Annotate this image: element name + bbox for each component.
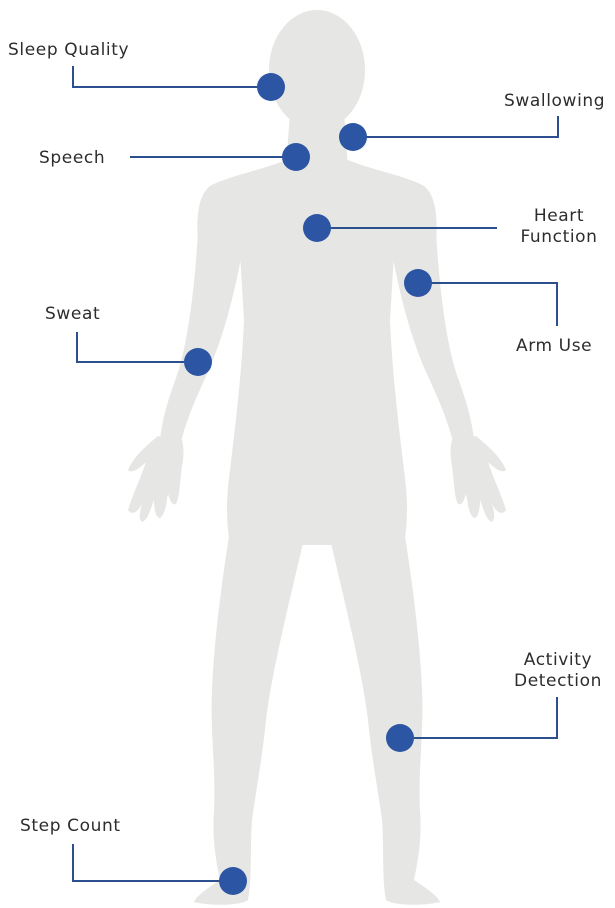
marker-arm-use: [404, 269, 432, 297]
label-activity-detection-line1: Activity: [508, 650, 608, 671]
label-arm-use: Arm Use: [516, 336, 592, 357]
label-heart-function-line1: Heart: [512, 206, 606, 227]
marker-step-count: [219, 867, 247, 895]
silhouette-right-leg: [328, 530, 440, 905]
marker-sleep-quality: [257, 73, 285, 101]
leader-line-sleep-quality: [73, 66, 270, 87]
marker-activity-detection: [386, 724, 414, 752]
marker-speech: [282, 143, 310, 171]
leader-line-activity-detection: [400, 697, 557, 738]
leader-line-swallowing: [354, 116, 558, 137]
leader-line-step-count: [73, 844, 232, 881]
silhouette-right-arm: [392, 232, 474, 446]
label-activity-detection: Activity Detection: [508, 650, 608, 692]
label-sleep-quality: Sleep Quality: [8, 40, 129, 61]
label-step-count: Step Count: [20, 816, 121, 837]
marker-heart-function: [303, 214, 331, 242]
label-heart-function-line2: Function: [512, 227, 606, 248]
label-speech: Speech: [39, 148, 105, 169]
label-activity-detection-line2: Detection: [508, 671, 608, 692]
silhouette-left-hand: [128, 436, 184, 522]
leader-line-sweat: [77, 332, 197, 362]
silhouette-left-leg: [194, 530, 306, 905]
silhouette-left-arm: [160, 232, 242, 446]
label-swallowing: Swallowing: [504, 91, 605, 112]
human-silhouette: [128, 10, 506, 905]
marker-swallowing: [339, 123, 367, 151]
marker-sweat: [184, 348, 212, 376]
silhouette-right-hand: [451, 436, 507, 522]
label-sweat: Sweat: [45, 304, 100, 325]
label-heart-function: Heart Function: [512, 206, 606, 248]
